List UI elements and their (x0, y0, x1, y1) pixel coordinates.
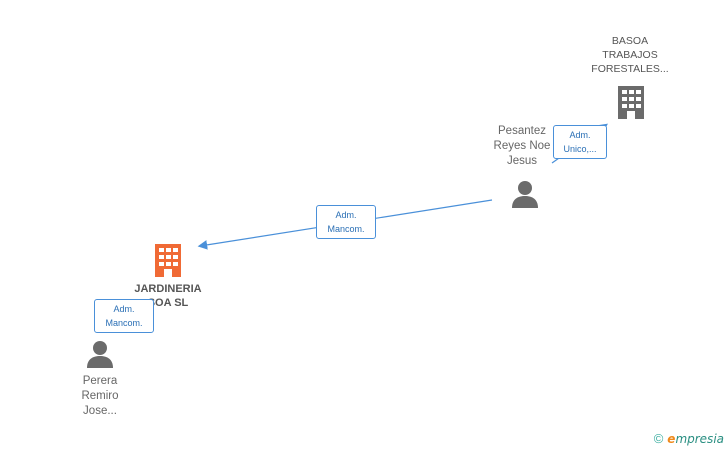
empresia-logo: © empresia (654, 431, 724, 446)
basoa-label-line3: FORESTALES... (591, 63, 669, 75)
copyright-symbol: © (653, 431, 664, 446)
edge-badge-pesantez-jardineria[interactable]: Adm. Mancom. (316, 205, 376, 239)
basoa-label-line2: TRABAJOS (602, 49, 658, 61)
pesantez-label-line2: Reyes Noe (493, 140, 551, 152)
jardineria-label-line2: SOA SL (147, 297, 189, 309)
jardineria-company-label[interactable]: JARDINERIA SOA SL (118, 282, 218, 310)
edge-badge-perera-jardineria[interactable]: Adm. Mancom. (94, 299, 154, 333)
pesantez-label-line3: Jesus (506, 155, 538, 167)
edge-badge-line2: Mancom. (327, 224, 365, 234)
edge-badge-line2: Unico,... (563, 144, 597, 154)
brand-first-letter: e (667, 431, 676, 446)
basoa-label-line1: BASOA (611, 35, 649, 47)
person-icon[interactable] (85, 339, 115, 369)
perera-label-line2: Remiro (81, 390, 119, 402)
pesantez-person-label[interactable]: Pesantez Reyes Noe Jesus (482, 124, 562, 169)
edge-badge-line1: Adm. (335, 210, 357, 220)
basoa-company-label[interactable]: BASOA TRABAJOS FORESTALES... (580, 34, 680, 76)
perera-person-label[interactable]: Perera Remiro Jose... (60, 374, 140, 419)
edge-badge-pesantez-basoa[interactable]: Adm. Unico,... (553, 125, 607, 159)
pesantez-label-line1: Pesantez (498, 125, 546, 137)
building-icon[interactable] (151, 242, 185, 278)
jardineria-label-line1: JARDINERIA (134, 283, 202, 295)
edge-badge-line1: Adm. (569, 130, 591, 140)
perera-label-line1: Perera (82, 375, 118, 387)
perera-label-line3: Jose... (83, 405, 117, 417)
person-icon[interactable] (510, 179, 540, 209)
brand-rest: mpresia (675, 431, 724, 446)
building-icon[interactable] (614, 84, 648, 120)
edge-badge-line1: Adm. (113, 304, 135, 314)
edge-badge-line2: Mancom. (105, 318, 143, 328)
brand-name: empresia (667, 432, 724, 446)
